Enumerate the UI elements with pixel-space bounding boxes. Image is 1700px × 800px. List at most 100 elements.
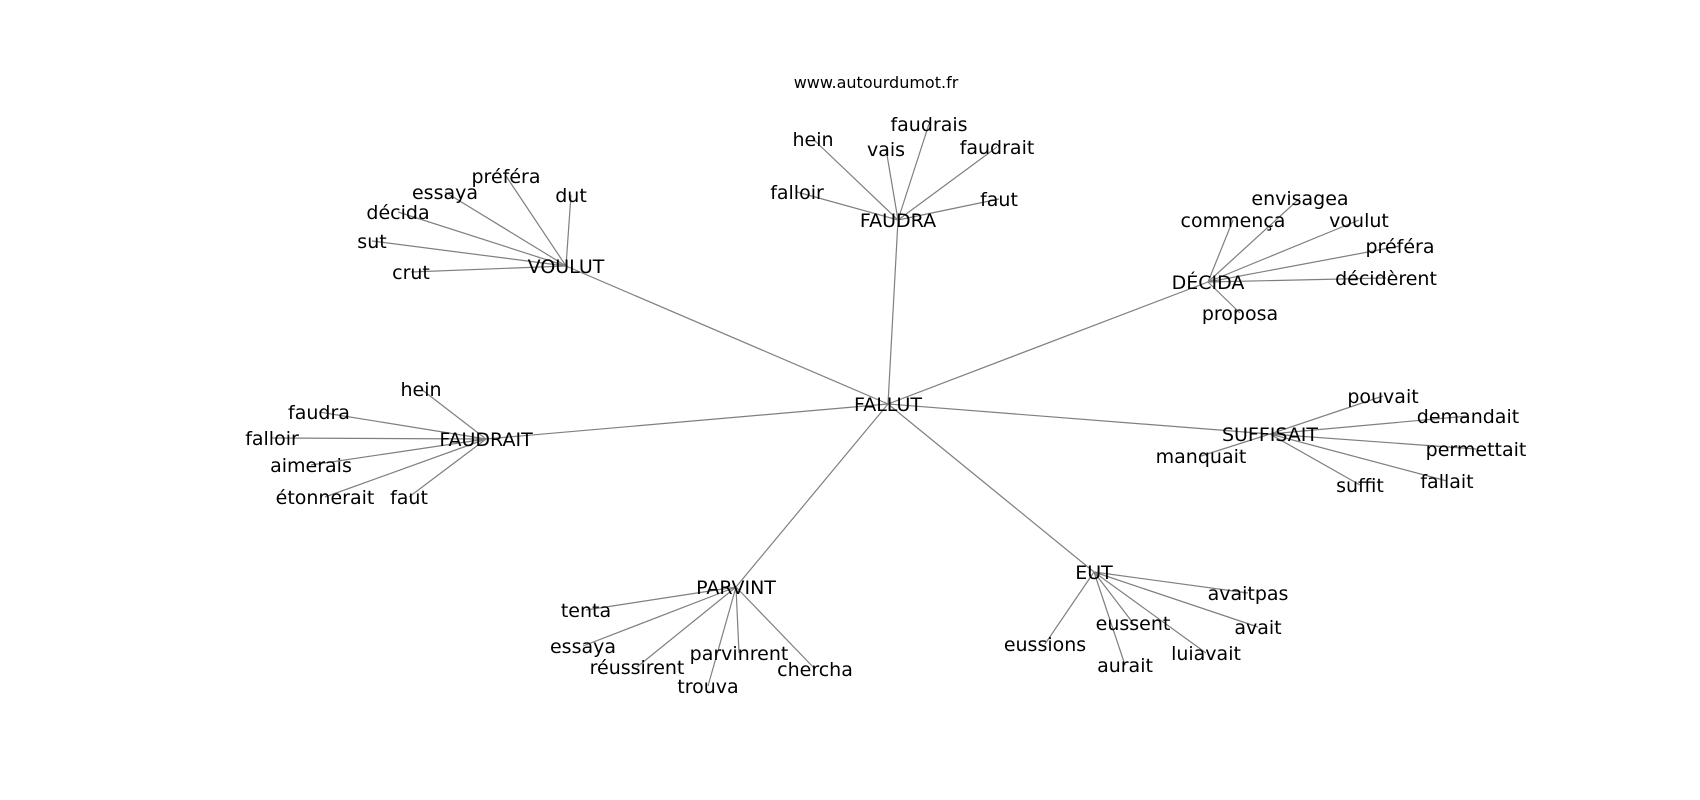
node-cluster-eut: EUT (1075, 562, 1113, 584)
node-leaf-prefera: préféra (472, 166, 541, 188)
node-cluster-faudra: FAUDRA (860, 210, 936, 232)
edge-suffisait-suffit (1269, 433, 1361, 486)
node-leaf-avaitpas: avaitpas (1208, 583, 1289, 605)
edge-voulut-crut (410, 265, 567, 273)
node-leaf-sut: sut (357, 231, 386, 253)
edge-eut-luiavait (1093, 571, 1207, 654)
edge-center-faudrait (485, 403, 889, 440)
graph-edges (271, 123, 1477, 687)
edge-suffisait-manquait (1200, 433, 1271, 457)
edge-decida-deciderent (1207, 277, 1387, 283)
node-leaf-deciderent: décidèrent (1335, 268, 1437, 290)
node-cluster-suffisait: SUFFISAIT (1222, 424, 1318, 446)
node-leaf-fallait: fallait (1420, 471, 1473, 493)
node-leaf-suffit: suffit (1336, 475, 1384, 497)
node-center: FALLUT (854, 394, 922, 416)
node-leaf-commenca: commença (1181, 210, 1286, 232)
edge-parvint-tenta (585, 586, 737, 611)
node-leaf-reussirent: réussirent (590, 657, 685, 679)
edge-voulut-sut (371, 240, 567, 267)
node-leaf-etonnerait: étonnerait (276, 487, 375, 509)
edge-center-faudra (887, 219, 899, 405)
source-url: www.autourdumot.fr (794, 73, 959, 92)
node-leaf-crut: crut (392, 262, 430, 284)
node-leaf-faudra: faudra (288, 402, 350, 424)
edge-parvint-parvinrent (735, 586, 740, 654)
edge-decida-proposa (1207, 281, 1241, 314)
edge-faudrait-falloir (271, 437, 487, 440)
node-leaf-envisagea: envisagea (1251, 188, 1348, 210)
node-leaf-luiavait: luiavait (1171, 643, 1241, 665)
edge-eut-eussent (1093, 571, 1134, 624)
node-leaf-manquait: manquait (1156, 446, 1247, 468)
node-leaf-faudrait: faudrait (960, 137, 1035, 159)
edge-center-parvint (735, 403, 889, 588)
edge-parvint-trouva (707, 586, 737, 687)
edge-voulut-prefera (505, 175, 567, 267)
node-leaf-permettait: permettait (1426, 439, 1527, 461)
node-leaf-hein: hein (792, 129, 833, 151)
edge-decida-envisagea (1207, 197, 1301, 283)
node-leaf-chercha: chercha (777, 659, 853, 681)
edge-faudra-faudrait (897, 146, 998, 221)
node-leaf-proposa: proposa (1202, 303, 1278, 325)
node-leaf-aurait: aurait (1097, 655, 1153, 677)
node-leaf-aimerais: aimerais (270, 455, 352, 477)
node-leaf-eussent: eussent (1096, 613, 1171, 635)
edge-faudrait-aimerais (310, 438, 487, 466)
node-leaf-avait: avait (1234, 617, 1281, 639)
edge-faudrait-hein (420, 388, 487, 440)
node-cluster-parvint: PARVINT (696, 577, 776, 599)
graph-labels: FALLUTVOULUTpréféraessayadécidadutsutcru… (245, 114, 1526, 698)
node-leaf-hein: hein (400, 379, 441, 401)
edge-parvint-reussirent (636, 586, 737, 668)
edge-parvint-essaya (582, 586, 737, 647)
node-cluster-voulut: VOULUT (528, 256, 605, 278)
node-leaf-faut: faut (980, 189, 1018, 211)
node-leaf-tenta: tenta (561, 600, 611, 622)
node-leaf-faudrais: faudrais (890, 114, 967, 136)
edge-faudrait-faut (408, 438, 487, 498)
node-leaf-demandait: demandait (1417, 406, 1519, 428)
edge-faudra-hein (812, 138, 899, 221)
node-leaf-vais: vais (867, 139, 905, 161)
edge-suffisait-pouvait (1269, 395, 1384, 435)
edge-eut-aurait (1093, 571, 1126, 666)
edge-eut-avait (1093, 571, 1259, 628)
edge-voulut-decida (397, 211, 567, 267)
edge-center-suffisait (887, 403, 1271, 435)
edge-voulut-essaya (444, 191, 567, 267)
edge-faudra-vais (885, 148, 899, 221)
node-leaf-falloir: falloir (770, 182, 824, 204)
edge-suffisait-permettait (1269, 433, 1477, 450)
node-cluster-faudrait: FAUDRAIT (439, 429, 533, 451)
edge-faudra-faut (897, 198, 1000, 221)
edge-faudra-falloir (796, 191, 899, 221)
edge-eut-eussions (1044, 571, 1095, 645)
edge-center-eut (887, 403, 1095, 573)
edge-voulut-dut (565, 194, 572, 267)
edge-parvint-chercha (735, 586, 816, 670)
edge-center-decida (887, 281, 1209, 405)
node-leaf-essaya: essaya (550, 636, 616, 658)
node-leaf-decida: décida (366, 202, 429, 224)
node-cluster-decida: DÉCIDA (1172, 271, 1245, 294)
edge-suffisait-demandait (1269, 415, 1469, 435)
edge-eut-avaitpas (1093, 571, 1249, 594)
edge-faudra-faudrais (897, 123, 930, 221)
node-leaf-voulut: voulut (1329, 210, 1389, 232)
node-leaf-essaya: essaya (412, 182, 478, 204)
node-leaf-faut: faut (390, 487, 428, 509)
node-leaf-falloir: falloir (245, 428, 299, 450)
edge-faudrait-faudra (318, 411, 487, 440)
node-leaf-eussions: eussions (1004, 634, 1086, 656)
edge-suffisait-fallait (1269, 433, 1448, 482)
node-leaf-trouva: trouva (677, 676, 738, 698)
node-leaf-dut: dut (555, 185, 587, 207)
node-leaf-parvinrent: parvinrent (690, 643, 789, 665)
edge-faudrait-etonnerait (324, 438, 487, 498)
edge-decida-prefera (1207, 245, 1401, 283)
edge-decida-voulut (1207, 219, 1360, 283)
edge-decida-commenca (1207, 219, 1234, 283)
node-leaf-pouvait: pouvait (1347, 386, 1418, 408)
